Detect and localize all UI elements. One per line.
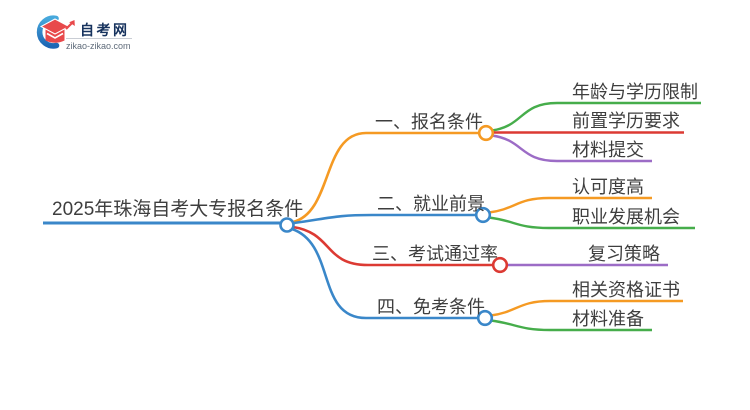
logo-divider xyxy=(66,38,132,39)
branch-3-node-circle xyxy=(491,256,509,274)
branch-2-node-circle xyxy=(474,206,492,224)
branch-1-child-3-label: 材料提交 xyxy=(572,140,644,160)
branch-2-child-1-connector xyxy=(488,196,652,214)
branch-3-connector xyxy=(292,225,493,267)
branch-1-child-3-connector xyxy=(491,134,652,163)
branch-4-child-1-label: 相关资格证书 xyxy=(572,280,680,300)
branch-4-connector xyxy=(291,227,478,320)
branch-1-node-circle xyxy=(477,124,495,142)
branch-1-label: 一、报名条件 xyxy=(375,112,483,132)
branch-2-child-2-label: 职业发展机会 xyxy=(572,207,680,227)
branch-2-label: 二、就业前景 xyxy=(377,194,485,214)
branch-1-child-1-connector xyxy=(491,101,701,132)
branch-4-child-2-connector xyxy=(490,319,652,332)
branch-3-label: 三、考试通过率 xyxy=(372,244,498,264)
branch-1-child-1-label: 年龄与学历限制 xyxy=(572,82,698,102)
logo-title: 自考网 xyxy=(80,22,130,38)
root-node-label: 2025年珠海自考大专报名条件 xyxy=(52,199,304,220)
branch-4-node-circle xyxy=(476,309,494,327)
branch-4-label: 四、免考条件 xyxy=(377,297,485,317)
branch-4-child-2-label: 材料准备 xyxy=(572,309,644,329)
branch-1-connector xyxy=(292,131,479,224)
branch-2-connector xyxy=(293,213,476,225)
branch-4-child-1-connector xyxy=(490,299,683,317)
branch-1-child-2-label: 前置学历要求 xyxy=(572,111,680,131)
root-node-circle xyxy=(279,217,295,233)
branch-2-child-2-connector xyxy=(488,216,695,230)
logo-domain: zikao-zikao.com xyxy=(66,41,131,51)
graduation-cap-icon xyxy=(36,15,75,49)
branch-3-child-1-label: 复习策略 xyxy=(588,244,660,264)
branch-2-child-1-label: 认可度高 xyxy=(572,177,644,197)
